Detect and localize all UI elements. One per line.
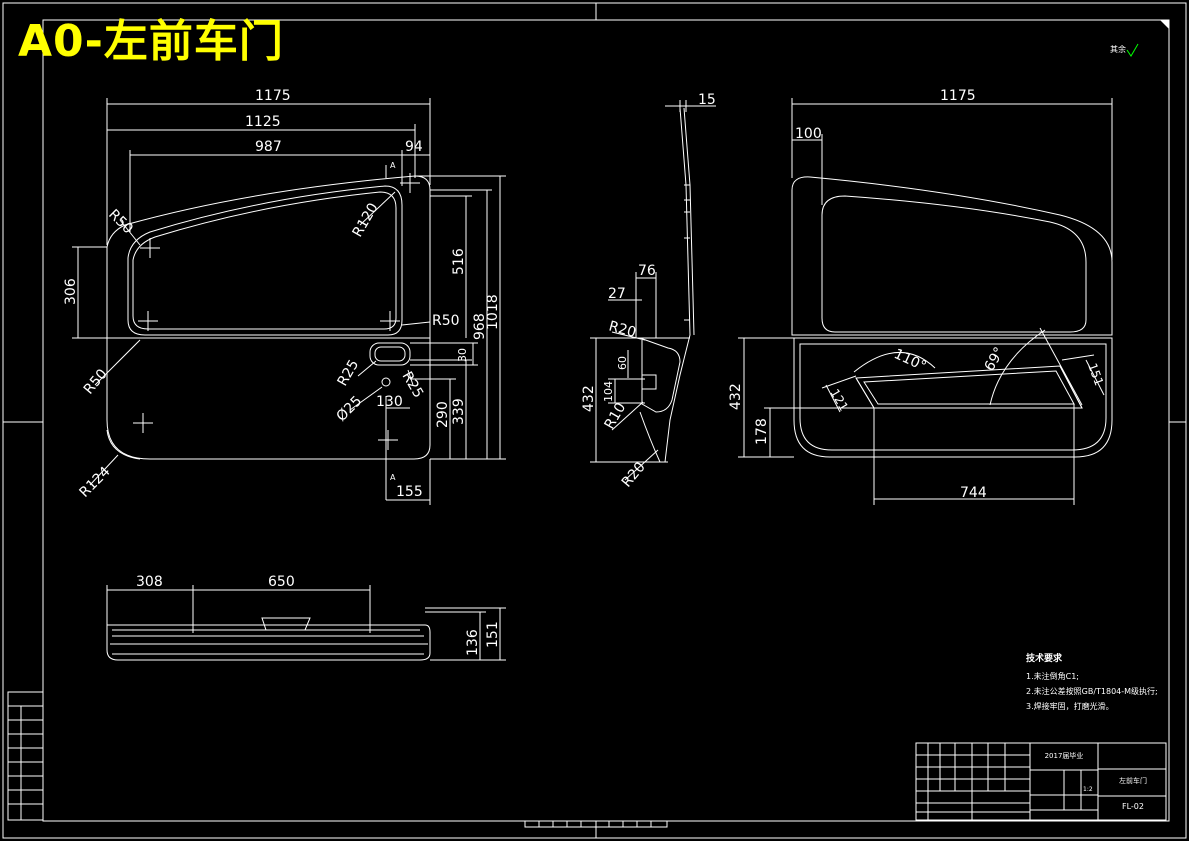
tech-req-item: 2.未注公差按照GB/T1804-M级执行; <box>1026 687 1158 696</box>
dim-136: 136 <box>465 629 481 656</box>
dim-30: 30 <box>456 348 469 362</box>
dim-151-bottom: 151 <box>485 621 501 648</box>
radius-r50-window: R50 <box>432 313 460 329</box>
radius-r25-left: R25 <box>335 357 363 389</box>
title-block-sheet-label: 2017届毕业 <box>1044 752 1084 760</box>
dim-339: 339 <box>451 398 467 425</box>
inner-outline <box>791 176 1113 336</box>
scale-strip <box>538 821 652 827</box>
section-a-top: A <box>390 161 396 170</box>
dim-121: 121 <box>827 387 851 414</box>
title-block <box>915 742 1167 821</box>
inner-view <box>791 176 1113 458</box>
tech-req-heading: 技术要求 <box>1026 654 1063 664</box>
title-block-scale: 1:2 <box>1083 786 1093 793</box>
drawing-title: A0-左前车门 <box>18 16 284 67</box>
tech-req-item: 1.未注倒角C1; <box>1026 672 1080 681</box>
dim-1125: 1125 <box>245 114 281 130</box>
dim-155: 155 <box>396 484 423 500</box>
title-block-drawing-code: FL-02 <box>1122 802 1144 811</box>
dim-27: 27 <box>608 286 626 302</box>
dim-290: 290 <box>435 401 451 428</box>
front-dimension-labels: 1175 1125 987 94 306 516 968 1018 290 33… <box>63 88 501 501</box>
angle-110: 110° <box>891 346 928 375</box>
dim-94: 94 <box>405 139 423 155</box>
side-dimension-labels: 15 76 27 R20 432 104 60 R10 R20 <box>581 92 716 491</box>
front-view <box>106 173 431 460</box>
handle-slot <box>369 342 411 366</box>
side-section-view <box>590 100 716 481</box>
bottom-dimension-labels: 308 650 136 151 <box>136 574 501 656</box>
inner-dimension-lines <box>738 98 1113 505</box>
armrest-pocket <box>855 365 1083 409</box>
diameter-25: Ø25 <box>334 393 366 425</box>
dim-130: 130 <box>376 394 403 410</box>
dim-744: 744 <box>960 485 987 501</box>
radius-r10: R10 <box>602 400 630 432</box>
door-outline <box>106 175 431 460</box>
dim-516: 516 <box>451 248 467 275</box>
dim-1018: 1018 <box>485 294 501 330</box>
dim-968: 968 <box>472 313 488 340</box>
dim-987: 987 <box>255 139 282 155</box>
dim-1175-inner: 1175 <box>940 88 976 104</box>
section-a-bottom: A <box>390 473 396 482</box>
radius-r20-bottom: R20 <box>619 459 649 490</box>
radius-r20-top: R20 <box>607 318 638 341</box>
radius-r124: R124 <box>77 464 114 501</box>
dim-306: 306 <box>63 278 79 305</box>
roughness-check-icon <box>1126 43 1139 57</box>
bottom-view <box>106 585 506 661</box>
radius-r120: R120 <box>350 200 382 240</box>
dim-1175-front: 1175 <box>255 88 291 104</box>
title-block-part-name: 左前车门 <box>1119 777 1147 785</box>
dim-76: 76 <box>638 263 656 279</box>
front-dimension-lines <box>72 98 506 505</box>
dim-178: 178 <box>754 418 770 445</box>
dim-151-inner: 151 <box>1085 361 1106 387</box>
dim-60: 60 <box>616 356 629 370</box>
dim-432-inner: 432 <box>728 383 744 410</box>
orientation-mark <box>1160 19 1170 29</box>
lock-hole <box>381 377 391 387</box>
window-opening <box>127 185 403 336</box>
tech-req-item: 3.焊接牢固，打磨光滑。 <box>1026 702 1114 711</box>
dim-100: 100 <box>795 126 822 142</box>
dim-104: 104 <box>602 381 615 402</box>
left-side-table <box>7 691 44 821</box>
dim-432-side: 432 <box>581 385 597 412</box>
roughness-note: 其余 <box>1110 45 1126 54</box>
dim-15: 15 <box>698 92 716 108</box>
inner-dimension-labels: 1175 100 432 178 744 110° 69° 121 151 <box>728 88 1106 501</box>
radius-r50-top: R50 <box>105 207 136 238</box>
radius-r50-left: R50 <box>81 366 111 397</box>
technical-requirements: 技术要求 1.未注倒角C1; 2.未注公差按照GB/T1804-M级执行; 3.… <box>1026 652 1158 714</box>
dim-650: 650 <box>268 574 295 590</box>
dim-308: 308 <box>136 574 163 590</box>
